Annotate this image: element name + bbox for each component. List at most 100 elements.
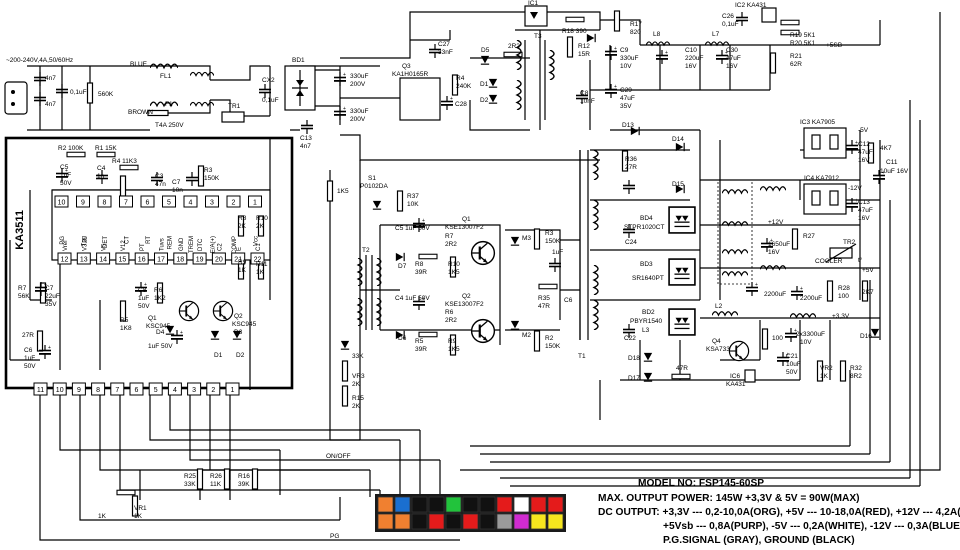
- connector-pin-box: [148, 382, 163, 396]
- ic-pin-name: REM: [168, 236, 174, 249]
- label-v12n: -12V: [848, 185, 862, 192]
- label-c4-1n: C4: [97, 165, 106, 172]
- label-r8-val: 39R: [415, 269, 427, 276]
- label-r33k: 33K: [352, 353, 364, 360]
- ic-pin-number: 16: [138, 257, 146, 264]
- connector-wire-bottom: [394, 513, 411, 530]
- label-r8-2k: R8: [238, 215, 247, 222]
- label-r2k7: 2K7: [862, 289, 874, 296]
- ic-pin-number: 9: [81, 200, 85, 207]
- label-vr2-val: 1K: [820, 373, 829, 380]
- label-r5-1k8: R5: [120, 317, 129, 324]
- label-v12p: +12V: [768, 219, 784, 226]
- label-c6-1uf: C6: [24, 347, 33, 354]
- label-r28: R28: [838, 285, 850, 292]
- label-v5p: +5V: [862, 267, 874, 274]
- label-c10-val: 220uF: [685, 55, 703, 62]
- ic-pin-name: V3.3: [82, 238, 88, 251]
- label-c-1uf50: 1uF 50V: [148, 343, 173, 350]
- label-r2-100k: R2 100K: [58, 145, 84, 152]
- label-ic1: IC1: [528, 0, 539, 7]
- wiring: [4, 11, 941, 541]
- ic-pin-number: 18: [176, 257, 184, 264]
- label-c10-v: 16V: [685, 63, 697, 70]
- connector-wire-bottom: [547, 513, 564, 530]
- ic-pin-name: DET: [103, 236, 109, 248]
- connector-wire-bottom: [479, 513, 496, 530]
- connector-wire-top: [462, 496, 479, 513]
- label-q4: Q4: [712, 338, 721, 345]
- ic-pin-box: [54, 195, 69, 208]
- ic-pin-name: E/A(+): [211, 236, 217, 253]
- label-c5-1uf-val: 1uF: [60, 172, 71, 179]
- label-r2-val: 150K: [545, 343, 561, 350]
- label-ic3: IC3 KA7905: [800, 119, 835, 126]
- label-r12-val: 15R: [578, 51, 590, 58]
- label-m2: M2: [522, 332, 531, 339]
- label-c2200b: 2200uF: [800, 295, 822, 302]
- label-c-4n7-a: 4n7: [45, 75, 56, 82]
- connector-pin-box: [71, 382, 86, 396]
- ic-ka3511-title: KA3511: [14, 210, 26, 250]
- label-r20: R20 5K1: [790, 40, 816, 47]
- label-tr2: TR2: [843, 239, 856, 246]
- label-l7: L7: [712, 31, 720, 38]
- connector-pin-box: [129, 382, 144, 396]
- label-t1: T1: [578, 353, 586, 360]
- connector-pin-box: [91, 382, 106, 396]
- connector-pin-box: [167, 382, 182, 396]
- ic-pin-name: Tpg: [82, 236, 88, 246]
- label-r36: R36: [625, 156, 637, 163]
- connector-pin-number: 11: [37, 387, 44, 394]
- ic-pin-box: [211, 252, 226, 265]
- label-c8-1uf-val: 1uF: [138, 295, 149, 302]
- label-r28-val: 100: [838, 293, 849, 300]
- label-c8-val: 10nF: [580, 98, 595, 105]
- label-c29: C29: [620, 87, 632, 94]
- label-r4k7: 4K7: [880, 145, 892, 152]
- connector-pin-number: 4: [173, 387, 177, 394]
- label-c3-47n: C3: [155, 173, 164, 180]
- ic-pin-name: GND: [179, 237, 185, 251]
- label-c13b-v: 16V: [858, 215, 870, 222]
- label-c8-1uf: C8: [138, 287, 147, 294]
- label-c11-val: 10uF 16V: [880, 168, 909, 175]
- label-c7-22-v: 35V: [45, 301, 57, 308]
- label-ic6-part: KA431: [726, 381, 746, 388]
- label-r5-val: 39R: [415, 346, 427, 353]
- label-ic4: IC4 KA7912: [804, 175, 839, 182]
- label-d2b: D2: [236, 352, 245, 359]
- ic-pin-name: C2: [217, 243, 223, 251]
- label-d18: D18: [628, 355, 640, 362]
- label-onoff: ON/OFF: [326, 453, 351, 460]
- label-r6-1k2: R6: [154, 287, 163, 294]
- ic-pin-name: Vcc: [254, 236, 260, 246]
- label-r11-1k: R11: [256, 261, 268, 268]
- label-q2: Q2: [462, 293, 471, 300]
- label-r19: R19 5K1: [790, 32, 816, 39]
- label-d2: D2: [480, 97, 489, 104]
- label-d7: D7: [398, 263, 407, 270]
- ic-pin-number: 15: [119, 257, 127, 264]
- label-c8: C8: [580, 90, 589, 97]
- label-c27: C27: [438, 41, 450, 48]
- ic-pin-box: [250, 252, 265, 265]
- connector-pin-box: [187, 382, 202, 396]
- label-r25-val: 33K: [184, 481, 196, 488]
- label-q2-part: KSE13007F2: [445, 301, 484, 308]
- label-r11-1k-val: 1K: [256, 269, 265, 276]
- ic-q3: [399, 77, 441, 121]
- label-s1: S1: [368, 175, 376, 182]
- label-bd3-part: SR1640PT: [632, 275, 664, 282]
- label-l8: L8: [653, 31, 661, 38]
- label-c6: C6: [564, 297, 573, 304]
- label-r37: R37: [407, 193, 419, 200]
- connector-pin-number: 2: [211, 387, 215, 394]
- label-c29-val: 47uF: [620, 95, 635, 102]
- connector-wire-top: [377, 496, 394, 513]
- label-d13: D13: [622, 122, 634, 129]
- ic-pin-number: 8: [103, 200, 107, 207]
- label-r37-val: 10K: [407, 201, 419, 208]
- label-r8-2k-val: 2K: [238, 223, 247, 230]
- label-c-330-a: 330uF: [350, 73, 368, 80]
